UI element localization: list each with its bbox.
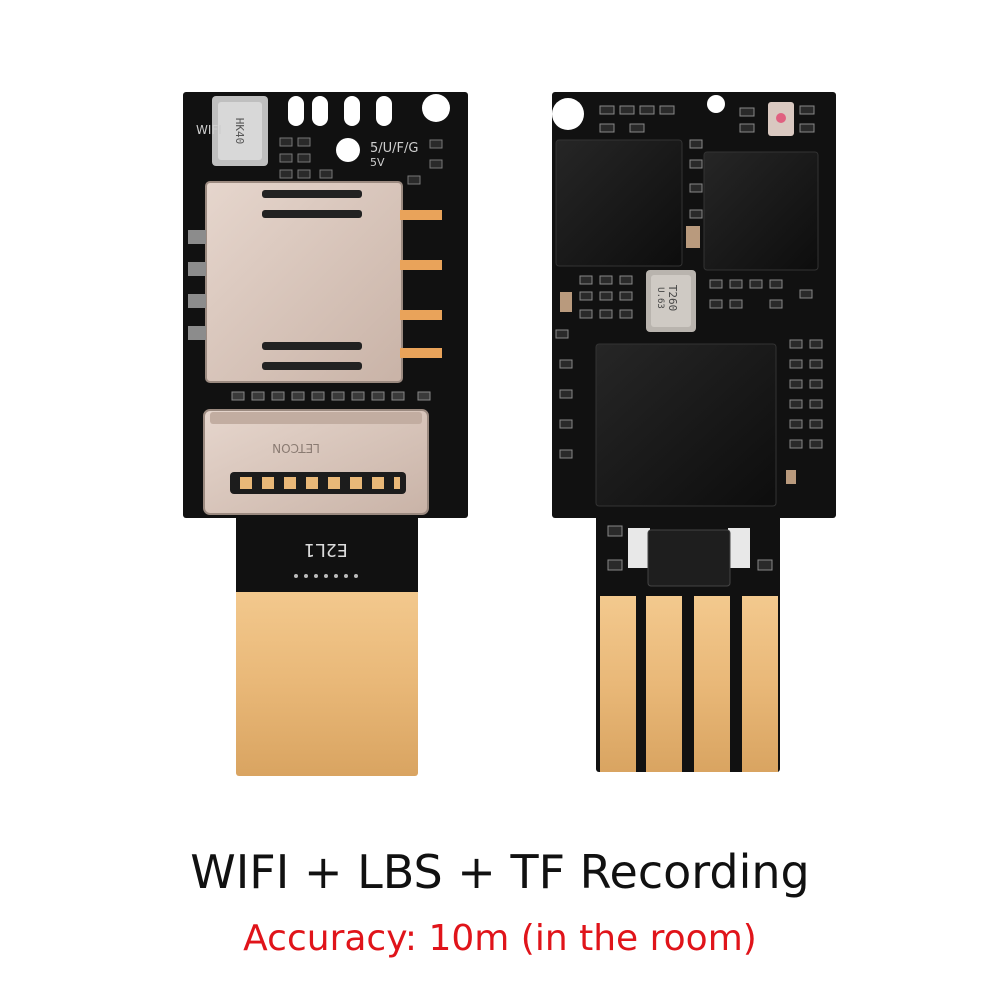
chip-main: [595, 343, 777, 507]
left-board: HK40 WIFI 5/U/F/G 5V: [183, 92, 468, 776]
volt-silkscreen: 5V: [370, 156, 385, 169]
left-smd-parts: [279, 137, 443, 185]
caption-title: WIFI + LBS + TF Recording: [190, 845, 810, 899]
right-small-hole: [707, 95, 725, 113]
left-usb-plug: [236, 588, 418, 776]
mic-label: HK40: [233, 118, 246, 145]
right-board: T260 U.63: [552, 92, 836, 772]
power-switch: [628, 528, 750, 587]
crystal-label: T260: [666, 285, 679, 312]
left-pcb-neck: [236, 512, 418, 592]
right-mounting-hole: [552, 98, 584, 130]
usb-gold-contacts: [600, 596, 778, 772]
code-silkscreen: E2L1: [304, 539, 347, 560]
crystal-sublabel: U.63: [655, 287, 665, 309]
product-photo: HK40 WIFI 5/U/F/G 5V: [183, 92, 836, 776]
chip-top-left: [555, 139, 683, 267]
left-mounting-holes: [288, 94, 450, 162]
brand-silkscreen: LETCON: [272, 441, 320, 455]
pin-silkscreen: 5/U/F/G: [370, 141, 418, 156]
left-pad-row: [231, 391, 431, 401]
caption-subtitle: Accuracy: 10m (in the room): [243, 918, 757, 959]
right-capacitors: [560, 226, 796, 484]
chip-top-right: [703, 151, 819, 271]
wifi-silkscreen: WIFI: [196, 123, 222, 137]
crystal-component: T260 U.63: [646, 270, 696, 332]
right-usb-plug: [596, 586, 780, 772]
tf-card-connector: LETCON: [203, 409, 429, 515]
sim-card-tray: [188, 181, 442, 383]
right-smd-parts: [555, 105, 823, 571]
neck-dots: [294, 574, 358, 578]
microphone-component: HK40: [212, 96, 268, 166]
